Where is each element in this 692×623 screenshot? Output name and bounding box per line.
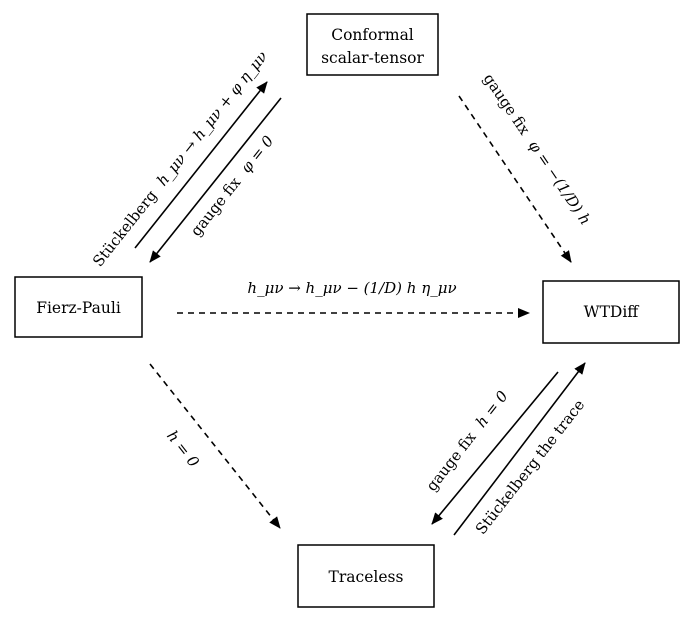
label-gauge-fix-h-zero-formula: h = 0: [472, 387, 512, 431]
node-wtdiff: WTDiff: [542, 280, 680, 344]
label-gauge-fix-h-zero: gauge fix h = 0: [422, 387, 512, 495]
arrow-gauge-fix-to-traceless: [431, 371, 559, 525]
node-traceless-label: Traceless: [329, 568, 404, 586]
label-gauge-fix-phi-zero: gauge fix φ = 0: [187, 132, 278, 240]
arrow-conformal-to-wtdiff: [458, 95, 572, 263]
node-fierz-pauli: Fierz-Pauli: [14, 276, 143, 338]
node-conformal-line2: scalar-tensor: [321, 49, 424, 67]
label-gauge-fix-phi-trace: gauge fix φ = −(1/D) h: [480, 70, 595, 228]
arrow-gauge-fix-to-fierz-pauli: [149, 97, 282, 263]
node-wtdiff-label: WTDiff: [584, 303, 640, 321]
label-trace-removal: h_μν → h_μν − (1/D) h η_μν: [247, 279, 456, 297]
label-gauge-fix-phi-trace-formula: φ = −(1/D) h: [525, 137, 595, 228]
node-conformal-scalar-tensor: Conformal scalar-tensor: [306, 13, 439, 76]
node-conformal-line1: Conformal: [331, 26, 414, 44]
arrow-stuckelberg-trace-to-wtdiff: [453, 362, 586, 536]
svg-text:gauge fix φ = 0: gauge fix φ = 0: [187, 132, 278, 240]
node-fierz-pauli-label: Fierz-Pauli: [36, 299, 121, 317]
label-gauge-fix-h-zero-prefix: gauge fix: [422, 428, 480, 495]
label-gauge-fix-phi-zero-prefix: gauge fix: [187, 173, 245, 239]
node-traceless: Traceless: [297, 544, 435, 608]
label-h-zero-formula: h = 0: [163, 427, 203, 471]
arrow-fierz-pauli-to-traceless: [149, 363, 281, 529]
label-h-zero: h = 0: [163, 427, 203, 471]
arrow-stuckelberg-to-conformal: [134, 81, 268, 249]
svg-text:gauge fix h = 0: gauge fix h = 0: [422, 387, 512, 495]
label-gauge-fix-phi-zero-formula: φ = 0: [237, 132, 278, 177]
svg-text:gauge fix φ = −(1/D) h: gauge fix φ = −(1/D) h: [480, 70, 595, 228]
label-gauge-fix-phi-trace-prefix: gauge fix: [480, 70, 534, 138]
